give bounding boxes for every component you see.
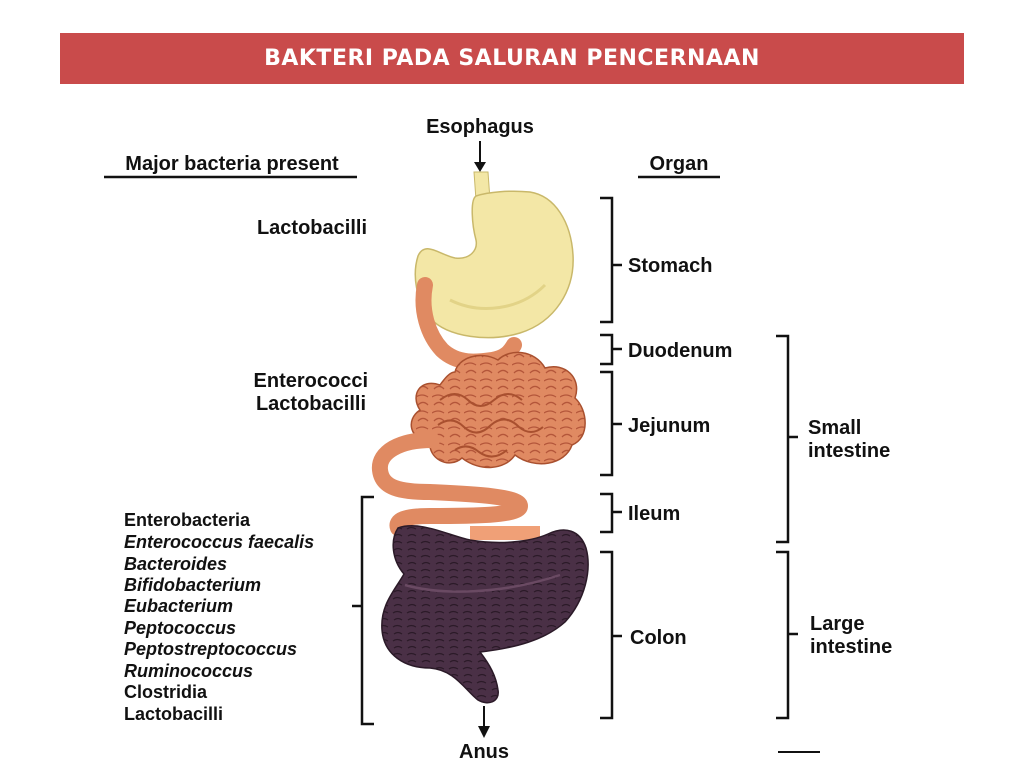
region-label-small-line2: intestine [808,440,890,462]
bacteria-label: Lactobacilli [124,704,223,724]
ileum-tube [371,432,529,536]
bracket-small-intestine [776,334,798,544]
bacteria-group-small-intestine: Enterococci Lactobacilli [254,370,368,415]
jejunum-mass [410,351,586,469]
region-label-large-line1: Large [810,613,864,635]
organ-label-stomach: Stomach [628,255,712,277]
bracket-colon [600,550,622,720]
bracket-large-intestine [776,550,798,720]
bacteria-label: Eubacterium [124,596,233,616]
region-label-large-line2: intestine [810,636,892,658]
stomach-shape [414,190,574,339]
ileum-end [470,526,540,540]
bacteria-group-lower: Enterobacteria Enterococcus faecalis Bac… [124,510,314,724]
bacteria-label: Enterococcus faecalis [124,532,314,552]
title-banner: BAKTERI PADA SALURAN PENCERNAAN [60,33,964,84]
bracket-ileum [600,492,622,534]
colon-shape [381,525,589,704]
bacteria-label: Enterococci [254,370,368,392]
esophagus-arrowhead [474,162,486,172]
bacteria-group-stomach: Lactobacilli [257,217,367,239]
bacteria-label: Enterobacteria [124,510,251,530]
bacteria-bracket [352,495,374,726]
bacteria-label: Clostridia [124,682,208,702]
jejunum-loops [437,393,544,458]
organ-label-ileum: Ileum [628,503,680,525]
esophagus-label: Esophagus [426,116,534,138]
bacteria-label: Lactobacilli [257,217,367,239]
bacteria-label: Peptostreptococcus [124,639,297,659]
bacteria-label: Bifidobacterium [124,575,261,595]
bacteria-label: Peptococcus [124,618,236,638]
bracket-stomach [600,196,622,324]
anus-label: Anus [459,741,509,763]
bacteria-label: Bacteroides [124,554,227,574]
bracket-duodenum [600,333,622,366]
organ-label-colon: Colon [630,627,687,649]
organ-label-duodenum: Duodenum [628,340,732,362]
anus-arrowhead [478,726,490,738]
stomach-fold [449,283,547,310]
bacteria-label: Lactobacilli [256,393,366,415]
region-label-small-line1: Small [808,417,861,439]
header-organ: Organ [650,153,709,175]
bracket-jejunum [600,370,622,477]
slide-title: BAKTERI PADA SALURAN PENCERNAAN [264,46,760,71]
organ-label-jejunum: Jejunum [628,415,710,437]
bacteria-label: Ruminococcus [124,661,253,681]
colon-fold [404,573,561,593]
header-bacteria: Major bacteria present [125,153,339,175]
